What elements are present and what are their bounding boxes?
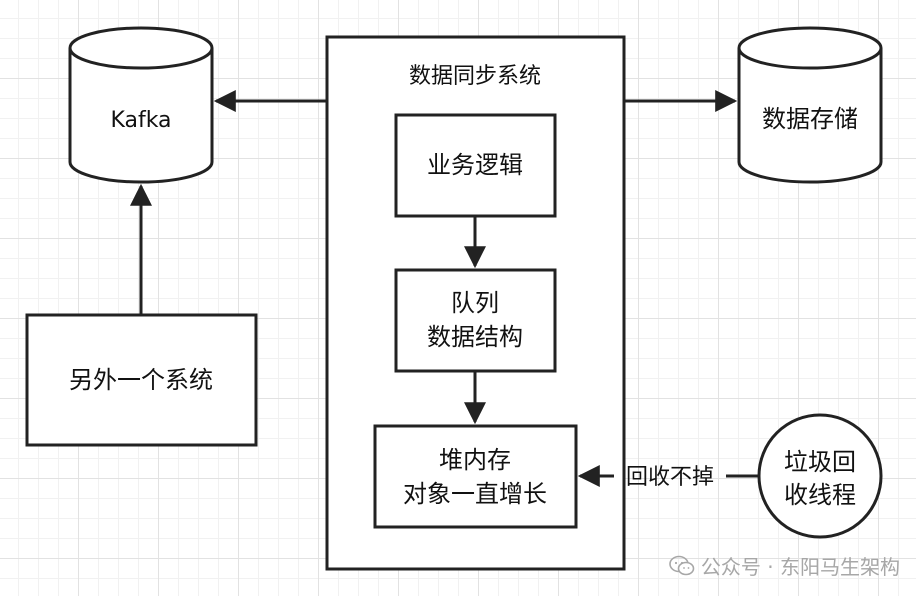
business-logic-box: 业务逻辑	[394, 113, 557, 218]
queue-label-line1: 队列	[451, 289, 499, 317]
kafka-label: Kafka	[110, 108, 171, 133]
watermark-text: 公众号 · 东阳马生架构	[700, 555, 900, 579]
gc-label-line1: 垃圾回	[784, 448, 856, 476]
storage-cylinder: 数据存储	[737, 26, 883, 184]
queue-label-line2: 数据结构	[427, 323, 523, 351]
arrow-gc-to-heap: 回收不掉	[577, 465, 759, 490]
heap-label-line2: 对象一直增长	[403, 480, 547, 508]
queue-box: 队列 数据结构	[394, 268, 557, 373]
container-title: 数据同步系统	[409, 64, 541, 89]
other-system-label: 另外一个系统	[69, 366, 213, 394]
storage-label: 数据存储	[762, 105, 858, 133]
gc-thread-circle: 垃圾回 收线程	[757, 413, 883, 539]
other-system-box: 另外一个系统	[25, 313, 258, 447]
wechat-icon	[669, 555, 695, 575]
heap-memory-box: 堆内存 对象一直增长	[373, 424, 578, 529]
business-logic-label: 业务逻辑	[427, 151, 523, 179]
kafka-cylinder: Kafka	[68, 26, 214, 184]
gc-edge-label: 回收不掉	[626, 465, 714, 490]
gc-label-line2: 收线程	[784, 481, 856, 509]
heap-label-line1: 堆内存	[439, 446, 511, 474]
watermark: 公众号 · 东阳马生架构	[669, 551, 900, 580]
